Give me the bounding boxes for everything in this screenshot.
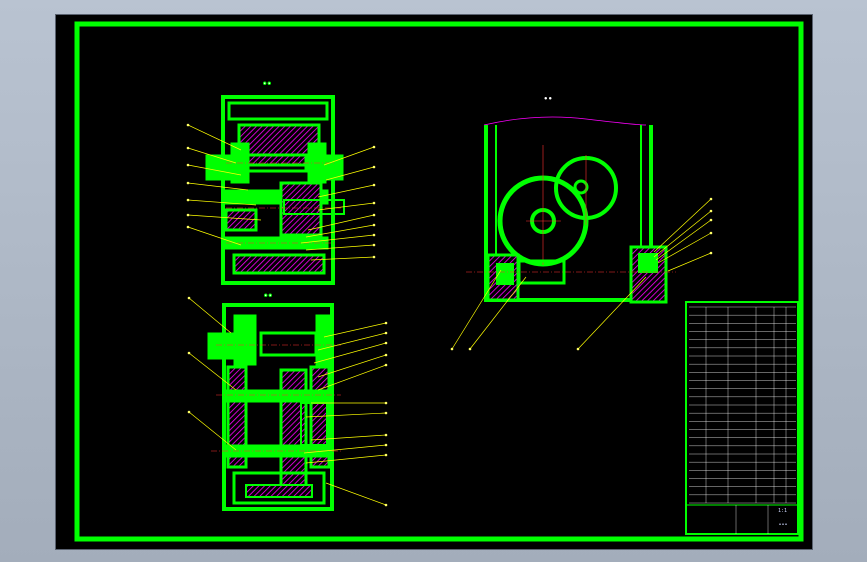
bottom-view-leaders xyxy=(188,297,387,506)
side-view-leaders xyxy=(451,198,712,350)
top-view-label: •• xyxy=(263,80,272,88)
side-view-leader-dots xyxy=(450,197,713,351)
title-block: 1:1 ••• xyxy=(685,301,799,535)
bottom-view-label: •• xyxy=(264,292,273,300)
drawing-name: ••• xyxy=(778,522,787,528)
top-view-leaders xyxy=(187,124,375,261)
side-view-assembly: •• xyxy=(466,95,676,304)
bottom-view-assembly: •• xyxy=(207,292,341,511)
cad-drawing-canvas[interactable]: •• •• xyxy=(55,14,813,550)
side-view-label: •• xyxy=(544,95,553,103)
bottom-view-leader-dots xyxy=(187,296,388,507)
parts-list-table xyxy=(689,306,796,504)
cad-drawing: •• •• xyxy=(74,21,804,542)
scale-text: 1:1 xyxy=(778,508,787,514)
top-view-leader-dots xyxy=(186,123,376,259)
drawing-border xyxy=(74,21,804,542)
top-view-assembly: •• xyxy=(205,80,345,285)
